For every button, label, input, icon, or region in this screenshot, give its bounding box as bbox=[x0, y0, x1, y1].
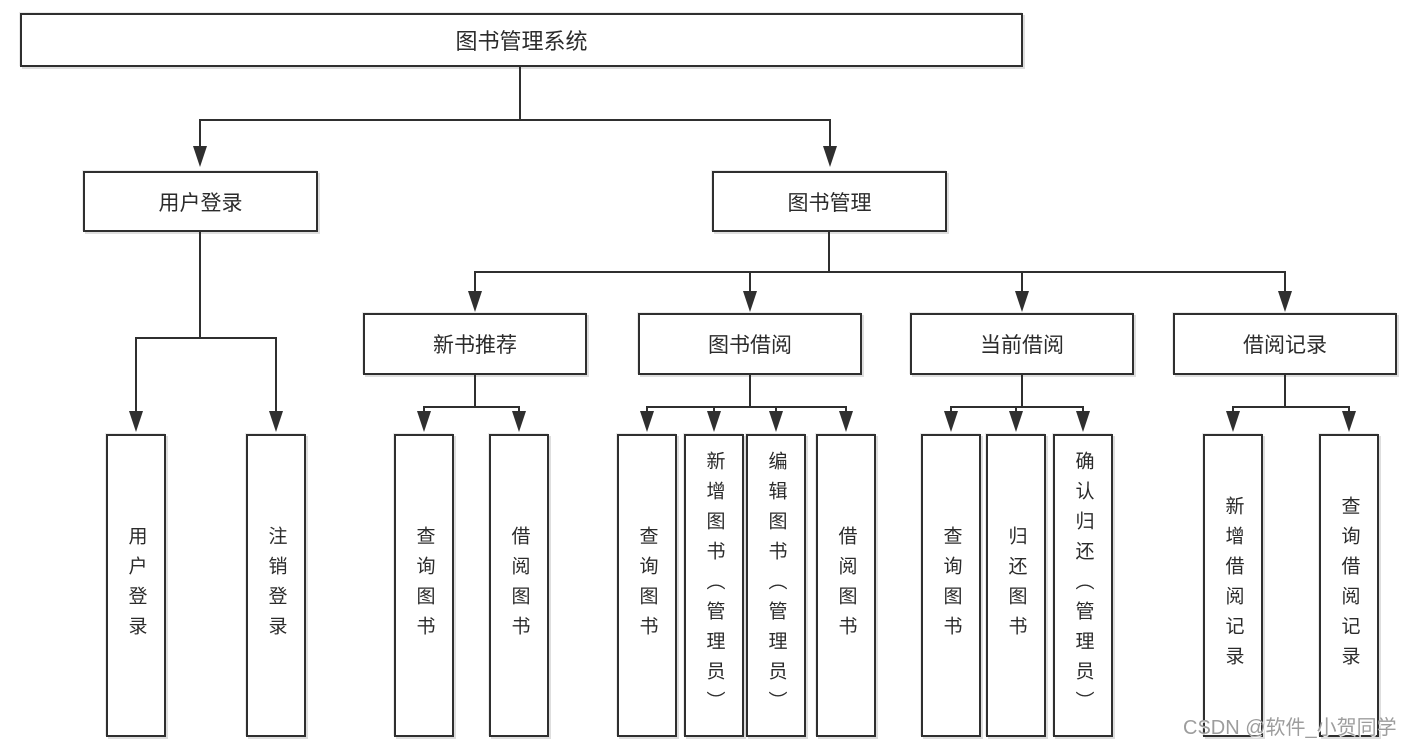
arrowhead-borrow-borrow-icon bbox=[839, 411, 853, 432]
connector-drop-records-add bbox=[1232, 406, 1234, 414]
leaf-borrow-add-books-admin: 新增图书（管理员） bbox=[684, 434, 744, 737]
csdn-watermark: CSDN @软件_小贺同学 bbox=[1183, 717, 1397, 739]
leaf-logout-label: 注销登录 bbox=[265, 525, 287, 646]
connector-drop-rec-query bbox=[423, 406, 425, 414]
leaf-borrow-borrow-books: 借阅图书 bbox=[816, 434, 876, 737]
leaf-logout: 注销登录 bbox=[246, 434, 306, 737]
node-book-borrow: 图书借阅 bbox=[638, 313, 862, 375]
connector-drop-current-confirm bbox=[1082, 406, 1084, 414]
connector-drop-current-query bbox=[950, 406, 952, 414]
node-book-borrow-label: 图书借阅 bbox=[708, 334, 792, 357]
connector-borrow-records-stem bbox=[1284, 375, 1286, 406]
connector-drop-borrow-query bbox=[646, 406, 648, 414]
connector-current-borrow-stem bbox=[1021, 375, 1023, 406]
leaf-current-return-books-label: 归还图书 bbox=[1005, 525, 1027, 646]
leaf-current-query-books-label: 查询图书 bbox=[940, 525, 962, 646]
leaf-current-query-books: 查询图书 bbox=[921, 434, 981, 737]
arrowhead-user-login-icon bbox=[193, 146, 207, 167]
node-book-mgmt-label: 图书管理 bbox=[787, 191, 872, 215]
connector-drop-current-borrow bbox=[1021, 271, 1023, 294]
arrowhead-records-add-icon bbox=[1226, 411, 1240, 432]
node-book-mgmt: 图书管理 bbox=[712, 171, 947, 232]
connector-drop-leaf-logout bbox=[275, 337, 277, 413]
arrowhead-new-book-recommend-icon bbox=[468, 291, 482, 312]
connector-drop-borrow-edit bbox=[775, 406, 777, 414]
leaf-borrow-edit-books-admin: 编辑图书（管理员） bbox=[746, 434, 806, 737]
arrowhead-rec-query-icon bbox=[417, 411, 431, 432]
node-root-system-label: 图书管理系统 bbox=[455, 29, 588, 54]
leaf-records-query-record-label: 查询借阅记录 bbox=[1338, 495, 1360, 676]
arrowhead-borrow-query-icon bbox=[640, 411, 654, 432]
connector-drop-borrow-records bbox=[1284, 271, 1286, 294]
leaf-borrow-borrow-books-label: 借阅图书 bbox=[835, 525, 857, 646]
arrowhead-current-borrow-icon bbox=[1015, 291, 1029, 312]
leaf-recommend-query-books-label: 查询图书 bbox=[413, 525, 435, 646]
leaf-borrow-query-books-label: 查询图书 bbox=[636, 525, 658, 646]
connector-level2-bus bbox=[199, 119, 831, 121]
leaf-borrow-query-books: 查询图书 bbox=[617, 434, 677, 737]
leaf-current-return-books: 归还图书 bbox=[986, 434, 1046, 737]
connector-drop-borrow-borrow bbox=[845, 406, 847, 414]
arrowhead-borrow-records-icon bbox=[1278, 291, 1292, 312]
node-root-system: 图书管理系统 bbox=[20, 13, 1023, 67]
node-user-login-label: 用户登录 bbox=[158, 191, 243, 215]
connector-root-stem bbox=[519, 67, 521, 119]
connector-drop-current-return bbox=[1015, 406, 1017, 414]
connector-new-book-recommend-bus bbox=[423, 406, 520, 408]
leaf-current-confirm-return-admin: 确认归还（管理员） bbox=[1053, 434, 1113, 737]
arrowhead-borrow-add-icon bbox=[707, 411, 721, 432]
connector-drop-user-login bbox=[199, 119, 201, 148]
connector-book-borrow-bus bbox=[646, 406, 847, 408]
connector-new-book-recommend-stem bbox=[474, 375, 476, 406]
connector-drop-book-mgmt bbox=[829, 119, 831, 148]
node-borrow-records-label: 借阅记录 bbox=[1243, 334, 1327, 357]
leaf-records-query-record: 查询借阅记录 bbox=[1319, 434, 1379, 737]
connector-drop-rec-borrow bbox=[518, 406, 520, 414]
leaf-recommend-borrow-books: 借阅图书 bbox=[489, 434, 549, 737]
arrowhead-leaf-login-icon bbox=[129, 411, 143, 432]
node-borrow-records: 借阅记录 bbox=[1173, 313, 1397, 375]
leaf-current-confirm-return-admin-label: 确认归还（管理员） bbox=[1072, 450, 1094, 721]
arrowhead-current-return-icon bbox=[1009, 411, 1023, 432]
connector-drop-new-book-recommend bbox=[474, 271, 476, 294]
leaf-borrow-edit-books-admin-label: 编辑图书（管理员） bbox=[765, 450, 787, 721]
node-new-book-recommend: 新书推荐 bbox=[363, 313, 587, 375]
connector-level3-bus bbox=[474, 271, 1286, 273]
connector-drop-book-borrow bbox=[749, 271, 751, 294]
leaf-user-login: 用户登录 bbox=[106, 434, 166, 737]
connector-user-login-stem bbox=[199, 232, 201, 337]
arrowhead-leaf-logout-icon bbox=[269, 411, 283, 432]
leaf-records-add-record: 新增借阅记录 bbox=[1203, 434, 1263, 737]
arrowhead-borrow-edit-icon bbox=[769, 411, 783, 432]
arrowhead-current-confirm-icon bbox=[1076, 411, 1090, 432]
node-current-borrow: 当前借阅 bbox=[910, 313, 1134, 375]
arrowhead-records-query-icon bbox=[1342, 411, 1356, 432]
leaf-recommend-borrow-books-label: 借阅图书 bbox=[508, 525, 530, 646]
connector-drop-borrow-add bbox=[713, 406, 715, 414]
connector-book-mgmt-stem bbox=[828, 232, 830, 271]
connector-drop-records-query bbox=[1348, 406, 1350, 414]
connector-current-borrow-bus bbox=[950, 406, 1084, 408]
leaf-user-login-label: 用户登录 bbox=[125, 525, 147, 646]
arrowhead-book-mgmt-icon bbox=[823, 146, 837, 167]
connector-user-login-bus bbox=[135, 337, 277, 339]
node-current-borrow-label: 当前借阅 bbox=[980, 334, 1064, 357]
connector-book-borrow-stem bbox=[749, 375, 751, 406]
leaf-recommend-query-books: 查询图书 bbox=[394, 434, 454, 737]
node-new-book-recommend-label: 新书推荐 bbox=[433, 334, 517, 357]
arrowhead-rec-borrow-icon bbox=[512, 411, 526, 432]
arrowhead-book-borrow-icon bbox=[743, 291, 757, 312]
node-user-login: 用户登录 bbox=[83, 171, 318, 232]
leaf-borrow-add-books-admin-label: 新增图书（管理员） bbox=[703, 450, 725, 721]
leaf-records-add-record-label: 新增借阅记录 bbox=[1222, 495, 1244, 676]
connector-drop-leaf-login bbox=[135, 337, 137, 413]
arrowhead-current-query-icon bbox=[944, 411, 958, 432]
connector-borrow-records-bus bbox=[1232, 406, 1350, 408]
